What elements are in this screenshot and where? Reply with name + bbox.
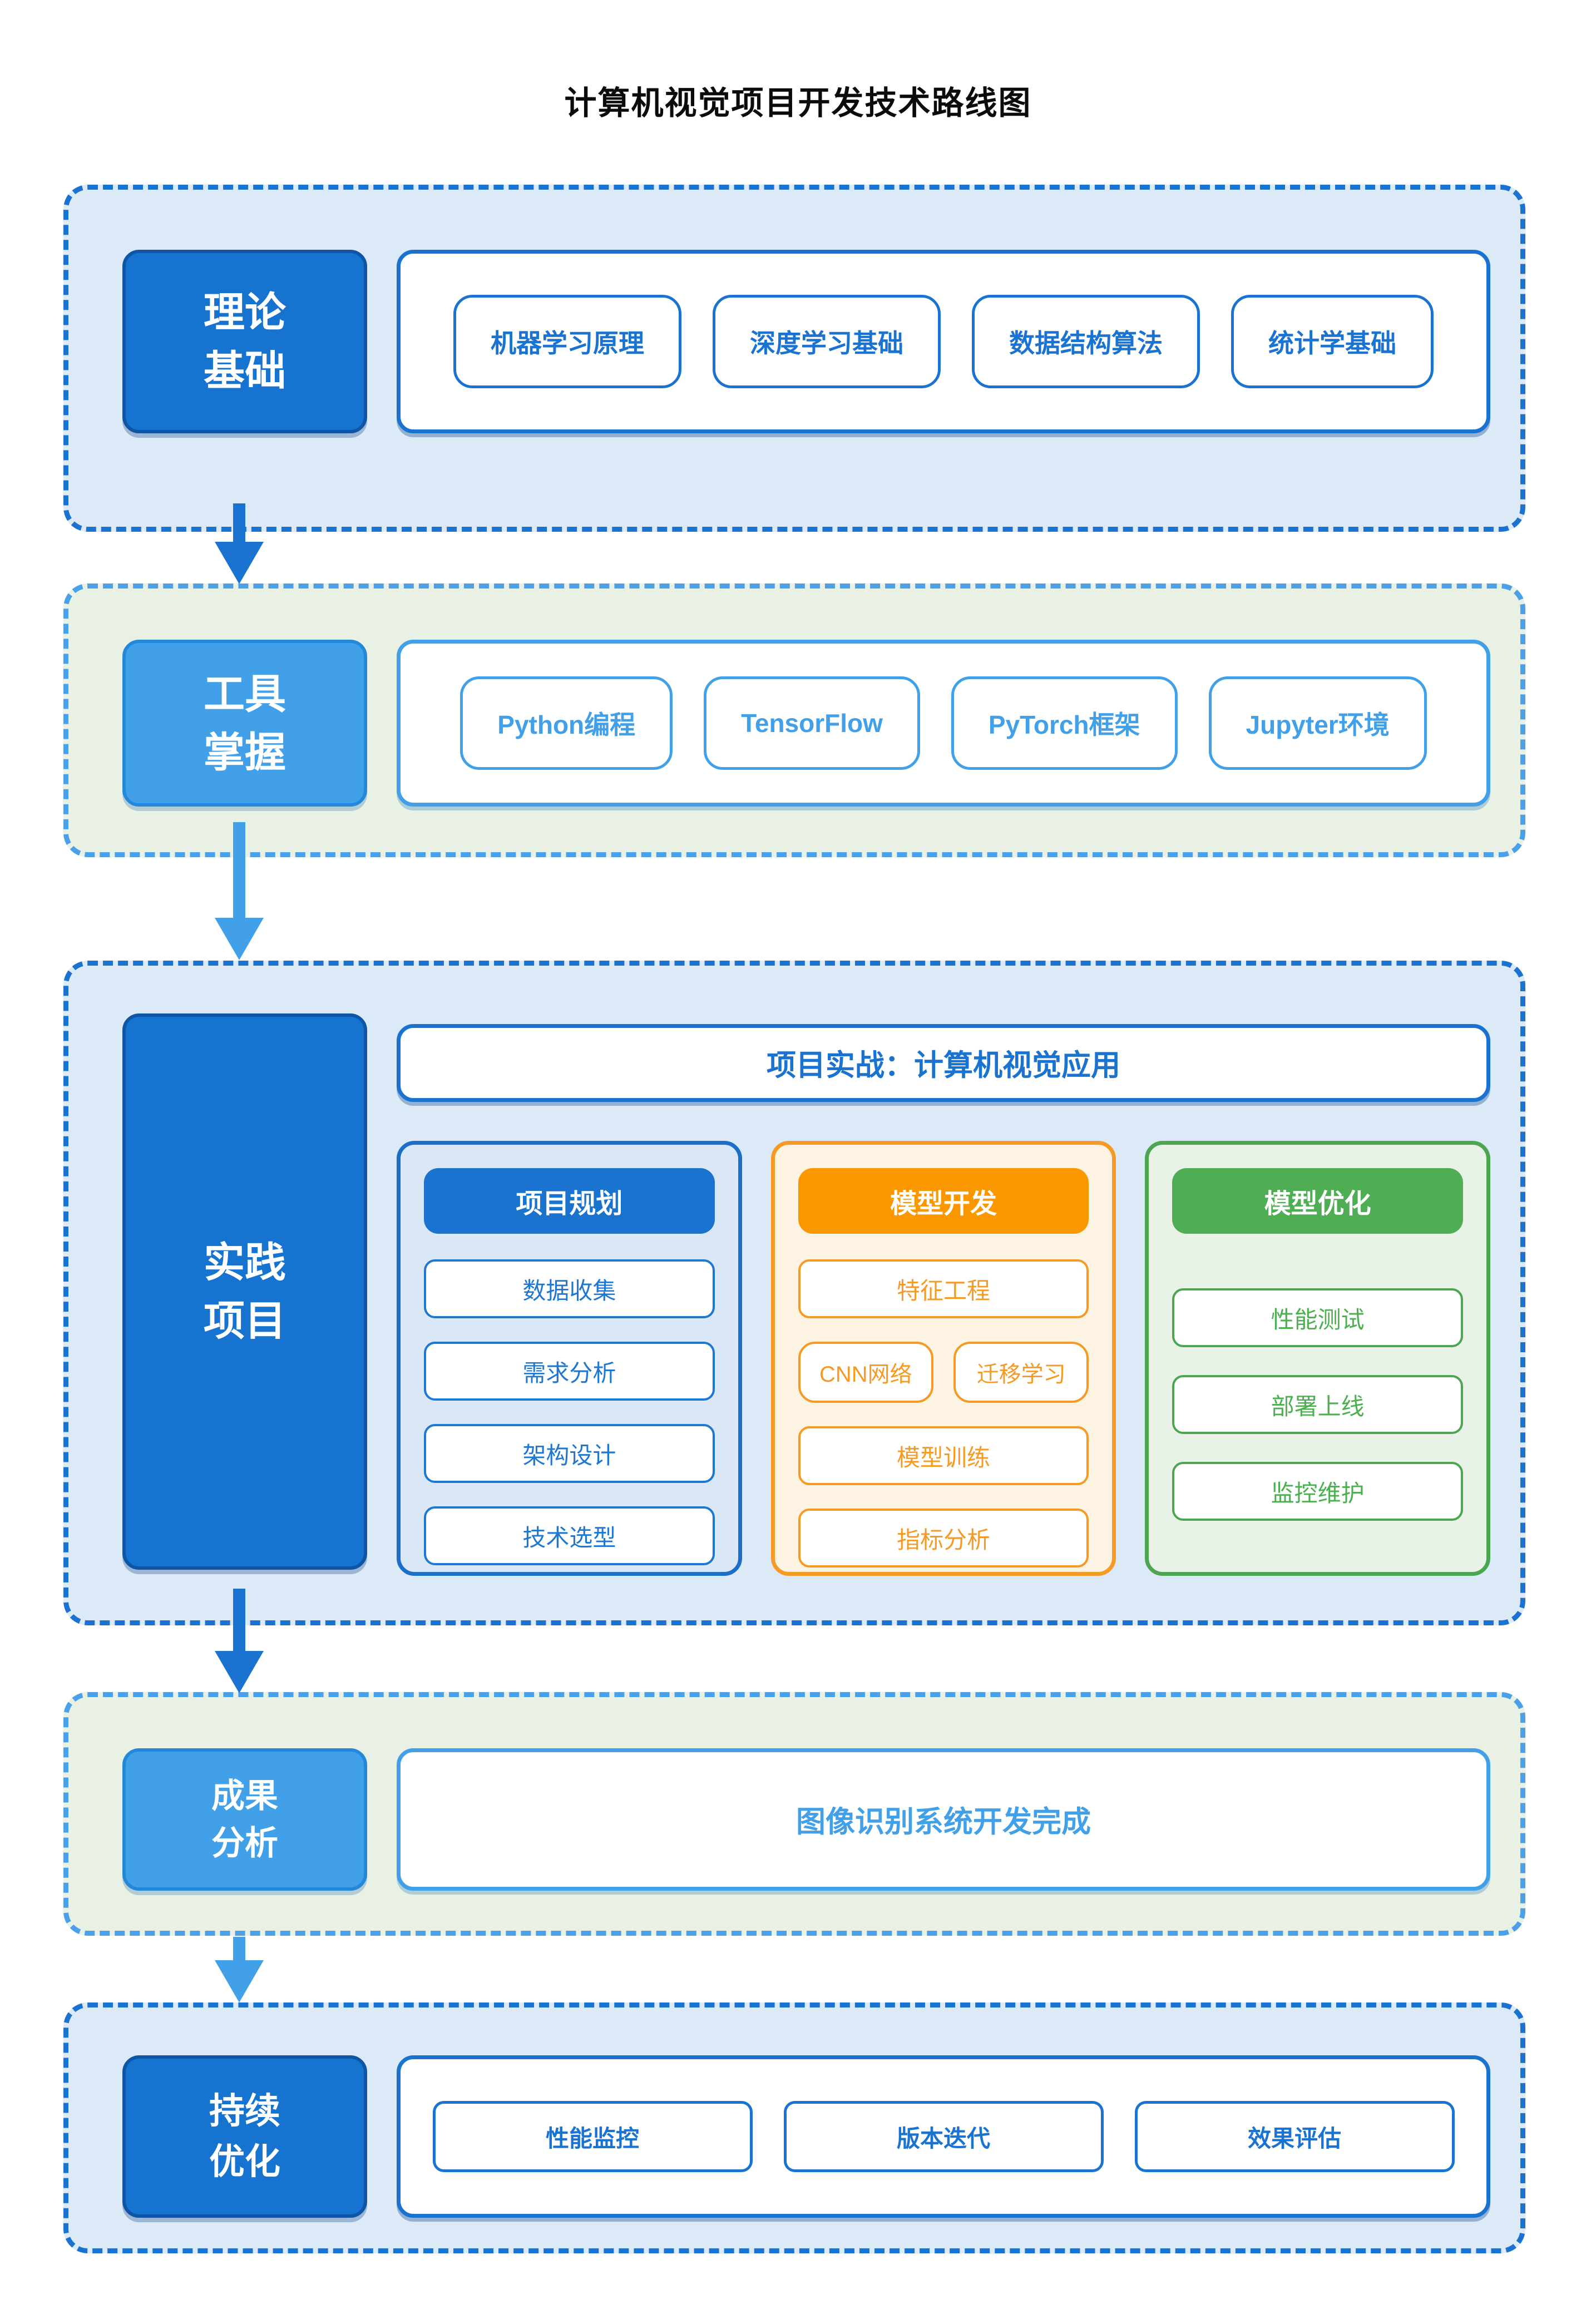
stage-label-line: 理论: [204, 289, 286, 335]
stage-label-theory: 理论 基础: [122, 250, 367, 433]
arrow-shaft: [233, 503, 245, 542]
section-tools: 工具 掌握 Python编程 TensorFlow PyTorch框架 Jupy…: [63, 584, 1525, 857]
results-panel: 图像识别系统开发完成: [397, 1748, 1490, 1891]
arrow-shaft: [233, 822, 245, 918]
continuous-panel: 性能监控 版本迭代 效果评估: [397, 2055, 1490, 2218]
stage-label-results: 成果 分析: [122, 1748, 367, 1891]
arrow-head: [215, 918, 264, 960]
practice-header-panel: 项目实战：计算机视觉应用: [397, 1024, 1490, 1102]
node-statistics: 统计学基础: [1231, 295, 1434, 388]
section-continuous-optimization: 持续 优化 性能监控 版本迭代 效果评估: [63, 2002, 1525, 2253]
node-deployment: 部署上线: [1172, 1375, 1464, 1434]
theory-panel: 机器学习原理 深度学习基础 数据结构算法 统计学基础: [397, 250, 1490, 433]
column-model-development: 模型开发 特征工程 CNN网络 迁移学习 模型训练 指标分析: [770, 1141, 1116, 1576]
node-tech-selection: 技术选型: [424, 1506, 715, 1565]
section-practice: 实践 项目 项目实战：计算机视觉应用 项目规划 数据收集 需求分析 架构设计 技…: [63, 961, 1525, 1625]
arrow-shaft: [233, 1589, 245, 1651]
stage-label-line: 成果: [211, 1777, 278, 1814]
planning-items: 数据收集 需求分析 架构设计 技术选型: [424, 1259, 715, 1565]
column-header-development: 模型开发: [798, 1168, 1089, 1234]
section-results: 成果 分析 图像识别系统开发完成: [63, 1692, 1525, 1936]
node-architecture-design: 架构设计: [424, 1424, 715, 1483]
flow-arrow-2: [214, 822, 264, 960]
node-metric-analysis: 指标分析: [798, 1509, 1089, 1568]
node-pytorch: PyTorch框架: [951, 676, 1178, 770]
column-project-planning: 项目规划 数据收集 需求分析 架构设计 技术选型: [397, 1141, 742, 1576]
flow-arrow-1: [214, 503, 264, 584]
tools-panel: Python编程 TensorFlow PyTorch框架 Jupyter环境: [397, 640, 1490, 807]
result-text: 图像识别系统开发完成: [796, 1806, 1091, 1838]
node-version-iteration: 版本迭代: [783, 2101, 1104, 2172]
stage-label-line: 持续: [209, 2091, 280, 2132]
arrow-head: [215, 1651, 264, 1693]
practice-header-text: 项目实战：计算机视觉应用: [767, 1049, 1120, 1082]
tools-pill-row: Python编程 TensorFlow PyTorch框架 Jupyter环境: [460, 676, 1427, 770]
section-theory: 理论 基础 机器学习原理 深度学习基础 数据结构算法 统计学基础: [63, 185, 1525, 532]
stage-label-line: 优化: [209, 2142, 280, 2182]
node-cnn-network: CNN网络: [798, 1342, 934, 1403]
node-data-collection: 数据收集: [424, 1259, 715, 1318]
stage-label-line: 基础: [204, 348, 286, 394]
stage-label-line: 工具: [204, 670, 286, 717]
arrow-shaft: [233, 1937, 245, 1960]
node-effect-evaluation: 效果评估: [1134, 2101, 1455, 2172]
node-model-training: 模型训练: [798, 1426, 1089, 1485]
node-requirements-analysis: 需求分析: [424, 1342, 715, 1401]
stage-label-line: 实践: [204, 1239, 286, 1285]
arrow-head: [215, 1960, 264, 2002]
stage-label-continuous: 持续 优化: [122, 2055, 367, 2218]
node-transfer-learning: 迁移学习: [953, 1342, 1089, 1403]
stage-label-line: 分析: [211, 1824, 278, 1862]
theory-pill-row: 机器学习原理 深度学习基础 数据结构算法 统计学基础: [453, 295, 1434, 388]
flow-arrow-3: [214, 1589, 264, 1693]
node-deep-learning: 深度学习基础: [713, 295, 941, 388]
continuous-pill-row: 性能监控 版本迭代 效果评估: [432, 2101, 1455, 2172]
column-model-optimization: 模型优化 性能测试 部署上线 监控维护: [1145, 1141, 1491, 1576]
node-monitoring-maintenance: 监控维护: [1172, 1462, 1464, 1521]
optimization-items: 性能测试 部署上线 监控维护: [1172, 1259, 1464, 1550]
stage-label-practice: 实践 项目: [122, 1013, 367, 1570]
page-title: 计算机视觉项目开发技术路线图: [564, 85, 1032, 121]
flow-arrow-4: [214, 1937, 264, 2002]
node-machine-learning: 机器学习原理: [453, 295, 681, 388]
stage-label-line: 掌握: [204, 729, 286, 775]
node-python: Python编程: [460, 676, 673, 770]
arrow-head: [215, 542, 264, 584]
node-performance-monitoring: 性能监控: [432, 2101, 753, 2172]
node-tensorflow: TensorFlow: [704, 676, 920, 770]
stage-label-tools: 工具 掌握: [122, 640, 367, 807]
node-performance-testing: 性能测试: [1172, 1288, 1464, 1347]
development-half-row: CNN网络 迁移学习: [798, 1342, 1089, 1403]
node-feature-engineering: 特征工程: [798, 1259, 1089, 1318]
column-header-planning: 项目规划: [424, 1168, 715, 1234]
node-jupyter: Jupyter环境: [1208, 676, 1427, 770]
practice-columns: 项目规划 数据收集 需求分析 架构设计 技术选型 模型开发 特征工程 CNN网络…: [397, 1141, 1491, 1576]
node-data-structures: 数据结构算法: [972, 295, 1200, 388]
column-header-optimization: 模型优化: [1172, 1168, 1464, 1234]
development-items: 特征工程 CNN网络 迁移学习 模型训练 指标分析: [798, 1259, 1089, 1568]
stage-label-line: 项目: [204, 1298, 286, 1344]
